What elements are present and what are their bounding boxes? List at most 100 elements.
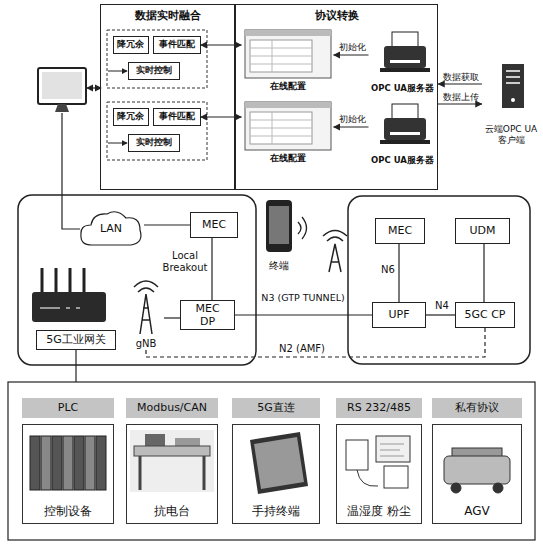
- connector: [201, 44, 242, 45]
- protocol-header: Modbus/CAN: [126, 398, 218, 418]
- server-body: [384, 46, 426, 68]
- connector: [398, 244, 399, 302]
- plc-module: [52, 436, 62, 490]
- node-label: UPF: [388, 308, 409, 321]
- connector: [334, 126, 369, 127]
- plc-module: [30, 436, 40, 490]
- sensor-box: [384, 466, 408, 488]
- control-arrow: [108, 143, 127, 144]
- bench-legs: [140, 456, 204, 490]
- edge-label: N3 (GTP TUNNEL): [250, 293, 356, 304]
- agv-body: [444, 456, 510, 484]
- sensor-probe: [346, 440, 368, 470]
- dashed-group: [107, 102, 207, 160]
- node-label: 控制设备: [44, 504, 92, 518]
- tower-led: [511, 98, 515, 102]
- device-panel: AGV: [432, 424, 522, 524]
- edge-region: [18, 195, 256, 365]
- node-label: 5G工业网关: [46, 333, 106, 346]
- server-body: [384, 118, 426, 140]
- window-frame: [245, 102, 331, 150]
- config-window: 在线配置: [242, 100, 334, 164]
- edge-label: 数据获取: [440, 72, 482, 82]
- sensor-box: [376, 436, 410, 462]
- node-label: 终端: [269, 260, 289, 272]
- window-grid: [250, 40, 312, 72]
- server-icon: [380, 104, 430, 144]
- mec-box: MEC: [375, 218, 425, 244]
- node-label: LAN: [100, 222, 122, 235]
- core-cp-box: 5GC CP: [455, 302, 515, 328]
- monitor-icon: [38, 68, 86, 112]
- server-icon: [380, 32, 430, 72]
- core-region: [348, 196, 530, 364]
- tower-frame: [140, 294, 152, 334]
- window-frame: [245, 30, 331, 78]
- mec-dp-box: MEC DP: [180, 300, 235, 330]
- window-screenshot: [245, 102, 331, 150]
- gateway-label: 5G工业网关: [36, 330, 116, 350]
- sensor-cable: [357, 470, 378, 486]
- connector: [211, 238, 212, 300]
- gateway-antennas: [42, 268, 84, 294]
- sensor-text: [380, 444, 404, 456]
- plc-module: [96, 436, 106, 490]
- node-label: 协议转换: [315, 9, 359, 22]
- device-panel: 控制设备: [22, 424, 114, 524]
- bench-item: [145, 434, 165, 446]
- plc-module: [41, 436, 51, 490]
- edge-label: 初始化: [335, 42, 369, 52]
- antenna-waves: [323, 231, 347, 242]
- node-label: 实时控制: [136, 137, 172, 148]
- monitor-stand: [55, 104, 69, 112]
- monitor-frame: [38, 68, 86, 104]
- protocol-header: PLC: [22, 398, 114, 418]
- node-label: 数据实时融合: [135, 9, 201, 22]
- protocol-header: 5G直连: [232, 398, 320, 418]
- connector: [426, 314, 455, 315]
- process-box: 实时控制: [128, 62, 180, 80]
- device-panel: 手持终端: [232, 424, 320, 524]
- udm-box: UDM: [455, 218, 510, 244]
- monitor-screen: [42, 72, 82, 99]
- edge-label: 初始化: [335, 114, 369, 124]
- window-titlebar: [245, 30, 331, 36]
- node-label: UDM: [469, 224, 495, 237]
- control-arrow: [108, 71, 127, 72]
- relay-antenna: [323, 231, 347, 273]
- phone-waves: [298, 217, 307, 239]
- process-box: 事件匹配: [153, 36, 201, 54]
- link-arrow: [87, 87, 101, 88]
- lan-cloud: LAN: [78, 208, 144, 250]
- edge-label: N6: [380, 264, 396, 276]
- upf-box: UPF: [372, 302, 426, 328]
- phone-icon: [266, 200, 307, 252]
- process-box: 实时控制: [128, 134, 180, 152]
- node-label: 实时控制: [136, 65, 172, 76]
- window-table: [250, 112, 312, 144]
- connector: [438, 83, 482, 84]
- node-label: 5G直连: [257, 401, 295, 414]
- plc-module: [63, 436, 73, 490]
- node-label: AGV: [464, 504, 490, 518]
- edge-label: N2 (AMF): [262, 343, 342, 355]
- region-box: 协议转换在线配置OPC UA服务器在线配置OPC UA服务器: [235, 4, 438, 190]
- node-label: MEC: [388, 224, 412, 237]
- tower-slots: [506, 71, 520, 83]
- plc-module: [74, 436, 84, 490]
- node-label: 事件匹配: [159, 111, 195, 122]
- phone-screen: [269, 206, 289, 244]
- server-base: [380, 68, 430, 72]
- gateway-lights: [40, 307, 80, 309]
- device-wire: [75, 350, 76, 382]
- window-table: [250, 40, 312, 72]
- bench-item: [175, 438, 200, 446]
- bench-art: [130, 430, 214, 492]
- protocol-header: 私有协议: [432, 398, 522, 418]
- window-titlebar: [245, 102, 331, 108]
- connector: [164, 317, 180, 318]
- node-label: Modbus/CAN: [137, 401, 207, 414]
- window-screenshot: [245, 30, 331, 78]
- node-label: MEC: [202, 218, 226, 231]
- edge-label: Local Breakout: [160, 250, 210, 273]
